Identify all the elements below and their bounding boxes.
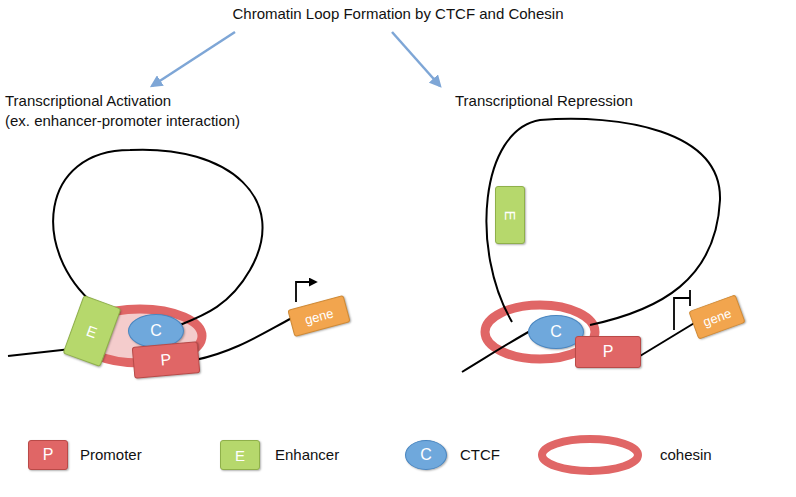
chromatin-strand [640, 322, 696, 356]
legend-text: CTCF [460, 446, 500, 463]
promoter-box: P [575, 336, 641, 368]
legend-text: cohesin [660, 446, 712, 463]
node-text: C [420, 446, 432, 464]
enhancer-box: E [495, 186, 525, 244]
enhancer-box: E [220, 440, 260, 470]
node-text: C [150, 322, 162, 340]
ctcf-oval: C [405, 440, 447, 470]
node-text: E [84, 321, 99, 340]
promoter-box: P [28, 440, 68, 470]
pointer-arrow [152, 32, 235, 86]
node-text: gene [303, 305, 335, 327]
chromatin-strand [195, 318, 292, 360]
legend-text: Promoter [80, 446, 142, 463]
diagram-title: Chromatin Loop Formation by CTCF and Coh… [0, 5, 796, 22]
node-text: P [603, 343, 614, 361]
chromatin-strand [462, 330, 532, 372]
panel-heading: Transcriptional Repression [455, 92, 633, 109]
node-text: P [160, 351, 172, 370]
repression-bar [674, 290, 690, 330]
legend-text: Enhancer [275, 446, 339, 463]
panel-heading: Transcriptional Activation [5, 92, 171, 109]
promoter-box: P [132, 341, 201, 379]
node-text: E [501, 210, 518, 220]
panel-heading: (ex. enhancer-promoter interaction) [5, 112, 240, 129]
pointer-arrow [392, 32, 440, 86]
legend-cohesin-sample [542, 439, 638, 471]
node-text: E [235, 447, 245, 464]
gene-box: gene [688, 294, 745, 339]
node-text: P [43, 446, 54, 464]
chromatin-loop [486, 119, 720, 325]
transcription-arrow [296, 282, 316, 302]
node-text: gene [701, 305, 733, 329]
node-text: C [550, 323, 562, 341]
